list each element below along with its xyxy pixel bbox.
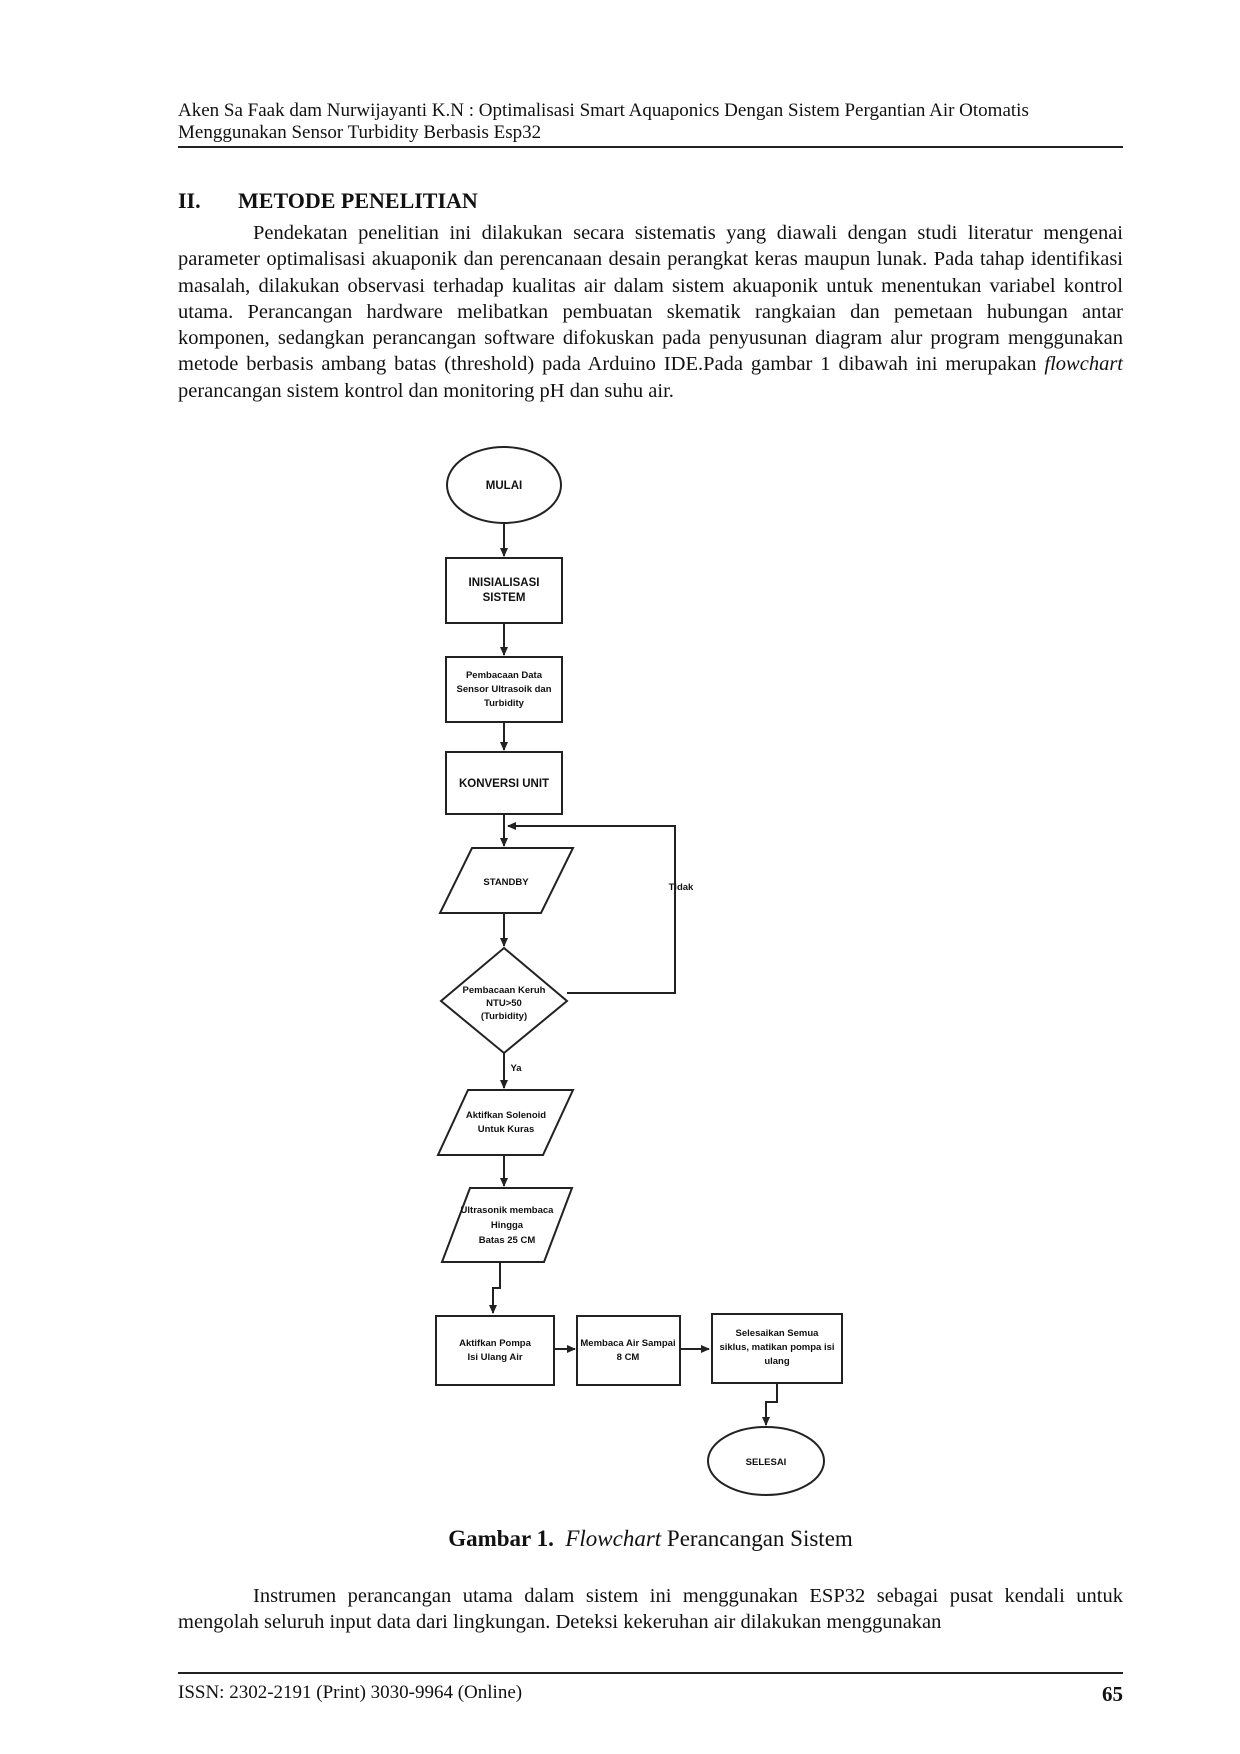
- readwater-label-1: Membaca Air Sampai: [580, 1338, 675, 1349]
- ultrasonic-io: [440, 1187, 574, 1263]
- readwater-process: [576, 1315, 681, 1386]
- read-label-3: Turbidity: [484, 698, 525, 709]
- footer-issn: ISSN: 2302-2191 (Print) 3030-9964 (Onlin…: [178, 1682, 523, 1703]
- caption-label: Gambar 1.: [448, 1526, 554, 1551]
- paragraph-1-text-a: Pendekatan penelitian ini dilakukan seca…: [178, 222, 1123, 376]
- init-process: [445, 557, 563, 624]
- section-number: II.: [178, 188, 201, 213]
- section-heading: II. METODE PENELITIAN: [178, 188, 478, 214]
- pump-process: [435, 1315, 555, 1386]
- solenoid-label-1: Aktifkan Solenoid: [466, 1110, 546, 1121]
- page-footer: ISSN: 2302-2191 (Print) 3030-9964 (Onlin…: [178, 1672, 1123, 1706]
- pump-label-2: Isi Ulang Air: [467, 1352, 522, 1363]
- flowchart-figure: MULAI INISIALISASI SISTEM Pembacaan Data…: [420, 440, 900, 1520]
- init-label-1: INISIALISASI: [469, 577, 540, 589]
- paragraph-1-italic: flowchart: [1044, 353, 1123, 376]
- paragraph-2-text: Instrumen perancangan utama dalam sistem…: [178, 1585, 1123, 1634]
- start-terminator: [446, 446, 562, 524]
- decision-label-2: NTU>50: [486, 998, 522, 1009]
- paragraph-2: Instrumen perancangan utama dalam sistem…: [178, 1583, 1123, 1636]
- solenoid-label-2: Untuk Kuras: [478, 1124, 534, 1135]
- finish-label-1: Selesaikan Semua: [736, 1328, 820, 1339]
- decision-diamond: [439, 946, 569, 1055]
- figure-caption: Gambar 1. Flowchart Perancangan Sistem: [178, 1526, 1123, 1552]
- start-label: MULAI: [486, 480, 522, 492]
- ultrasonic-label-3: Batas 25 CM: [479, 1235, 536, 1246]
- end-terminator: [707, 1426, 825, 1496]
- readwater-label-2: 8 CM: [617, 1352, 640, 1363]
- arrow-finish-end: [762, 1383, 778, 1426]
- yes-label: Ya: [510, 1063, 522, 1074]
- read-label-2: Sensor Ultrasoik dan: [456, 684, 551, 695]
- solenoid-io: [436, 1089, 575, 1156]
- ultrasonic-label-2: Hingga: [491, 1220, 524, 1231]
- read-process: [445, 656, 563, 723]
- caption-italic: Flowchart: [565, 1526, 662, 1551]
- finish-process: [711, 1313, 843, 1384]
- page-number: 65: [1102, 1682, 1123, 1706]
- decision-label-3: (Turbidity): [481, 1011, 527, 1022]
- standby-label: STANDBY: [483, 877, 529, 888]
- paragraph-1-text-b: perancangan sistem kontrol dan monitorin…: [178, 379, 674, 402]
- header-line-1: Aken Sa Faak dam Nurwijayanti K.N : Opti…: [178, 100, 1029, 121]
- pump-label-1: Aktifkan Pompa: [459, 1338, 532, 1349]
- decision-label-1: Pembacaan Keruh: [463, 985, 546, 996]
- convert-process: [445, 751, 563, 815]
- caption-rest: Perancangan Sistem: [661, 1526, 853, 1551]
- convert-label: KONVERSI UNIT: [459, 778, 549, 790]
- arrow-no-loop: [507, 822, 676, 994]
- no-label: Tidak: [669, 882, 694, 893]
- init-label-2: SISTEM: [483, 592, 526, 604]
- section-title: METODE PENELITIAN: [238, 188, 478, 213]
- arrow-ultrasonic-pump: [489, 1262, 501, 1314]
- finish-label-3: ulang: [764, 1356, 790, 1367]
- header-line-2: Menggunakan Sensor Turbidity Berbasis Es…: [178, 122, 542, 143]
- running-header: Aken Sa Faak dam Nurwijayanti K.N : Opti…: [178, 100, 1123, 148]
- standby-io: [438, 847, 575, 914]
- end-label: SELESAI: [746, 1457, 787, 1468]
- read-label-1: Pembacaan Data: [466, 670, 543, 681]
- flowchart-svg: MULAI INISIALISASI SISTEM Pembacaan Data…: [435, 446, 843, 1496]
- ultrasonic-label-1: Ultrasonik membaca: [461, 1205, 555, 1216]
- finish-label-2: siklus, matikan pompa isi: [719, 1342, 834, 1353]
- paragraph-1: Pendekatan penelitian ini dilakukan seca…: [178, 220, 1123, 404]
